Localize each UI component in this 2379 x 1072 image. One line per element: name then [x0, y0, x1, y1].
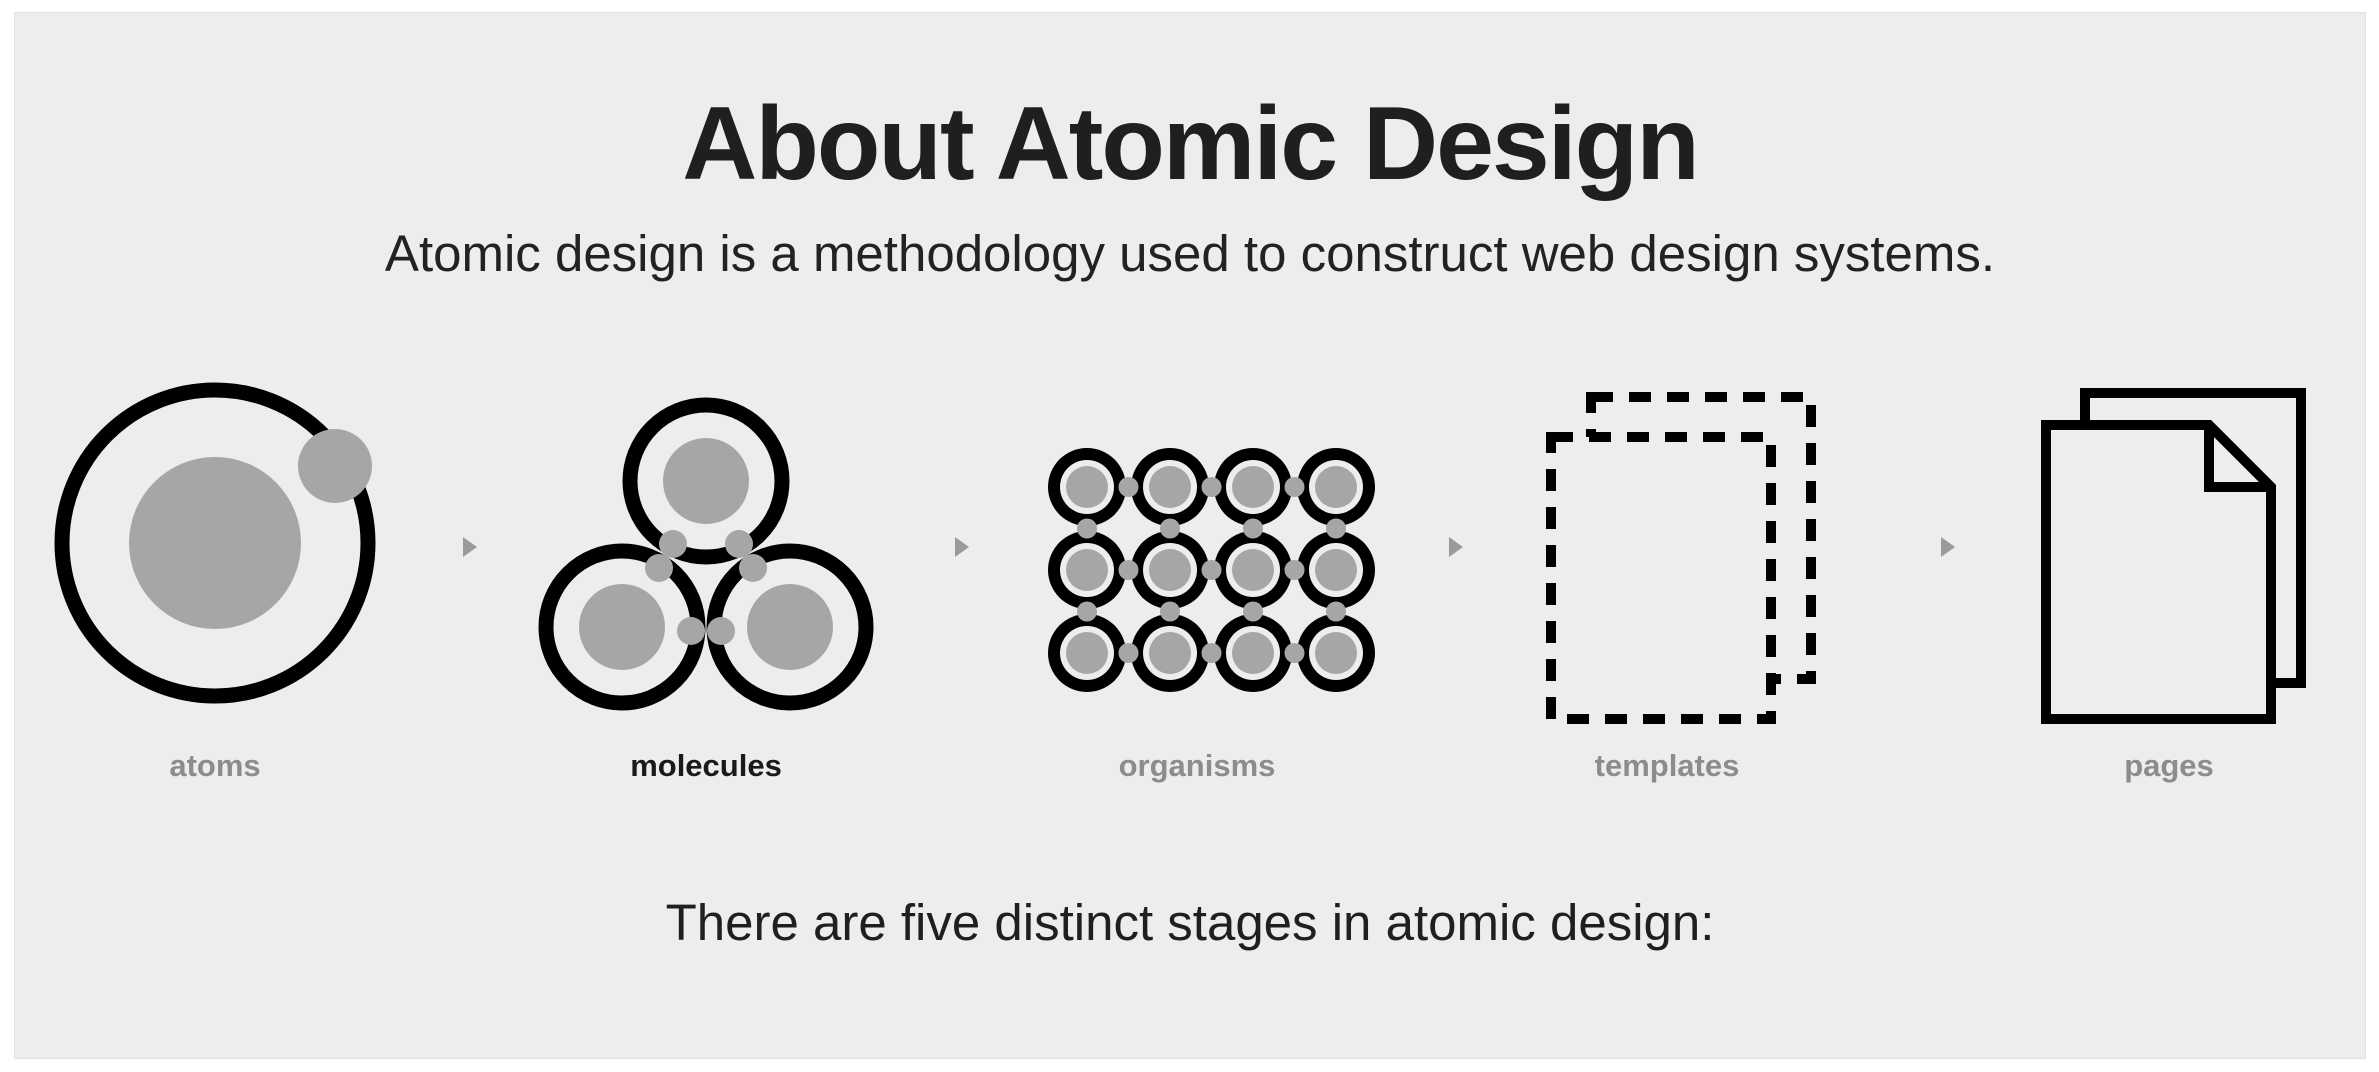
organism-bond	[1077, 601, 1097, 622]
stage-label-organisms: organisms	[1119, 748, 1276, 783]
organism-cell-nucleus	[1149, 632, 1191, 674]
organism-bond	[1160, 518, 1180, 539]
organism-bond	[1326, 518, 1346, 539]
organism-bond	[1201, 560, 1222, 580]
organism-cell-nucleus	[1066, 632, 1108, 674]
organism-bond	[1118, 560, 1139, 580]
stage-label-pages: pages	[2124, 748, 2214, 783]
molecule-icon	[538, 397, 874, 711]
organism-bond	[1326, 601, 1346, 622]
organism-bond	[1201, 477, 1222, 497]
organism-cell-nucleus	[1066, 466, 1108, 508]
organism-cell-nucleus	[1315, 632, 1357, 674]
organism-bond	[1201, 643, 1222, 663]
organism-cell-nucleus	[1149, 466, 1191, 508]
organism-bond	[1160, 601, 1180, 622]
organism-cell-nucleus	[1232, 466, 1274, 508]
atom-icon	[54, 382, 376, 704]
organism-bond	[1118, 477, 1139, 497]
page-title: About Atomic Design	[682, 86, 1699, 202]
stage-label-molecules: molecules	[630, 748, 782, 783]
pages-icon	[2041, 388, 2306, 724]
stage-label-templates: templates	[1595, 748, 1740, 783]
organism-bond	[1243, 601, 1263, 622]
organism-cell-nucleus	[1232, 549, 1274, 591]
footer-text: There are five distinct stages in atomic…	[665, 894, 1715, 951]
organism-bond	[1284, 477, 1305, 497]
stage-label-atoms: atoms	[169, 748, 260, 783]
organism-cell-nucleus	[1149, 549, 1191, 591]
atomic-design-diagram: atoms molecules organisms templates page…	[54, 382, 2306, 783]
arrow-right-icon	[463, 537, 477, 557]
organism-cell-nucleus	[1315, 549, 1357, 591]
arrow-right-icon	[955, 537, 969, 557]
template-icon	[1546, 392, 1816, 724]
organism-bond	[1118, 643, 1139, 663]
page-subtitle: Atomic design is a methodology used to c…	[384, 225, 1996, 282]
organism-bond	[1284, 560, 1305, 580]
organism-cell-nucleus	[1232, 632, 1274, 674]
organism-bond	[1243, 518, 1263, 539]
content-panel: About Atomic Design Atomic design is a m…	[14, 12, 2366, 1059]
organism-bond	[1077, 518, 1097, 539]
arrow-right-icon	[1449, 537, 1463, 557]
organism-cell-nucleus	[1315, 466, 1357, 508]
organism-icon	[1048, 448, 1375, 692]
organism-cell-nucleus	[1066, 549, 1108, 591]
arrow-right-icon	[1941, 537, 1955, 557]
organism-bond	[1284, 643, 1305, 663]
